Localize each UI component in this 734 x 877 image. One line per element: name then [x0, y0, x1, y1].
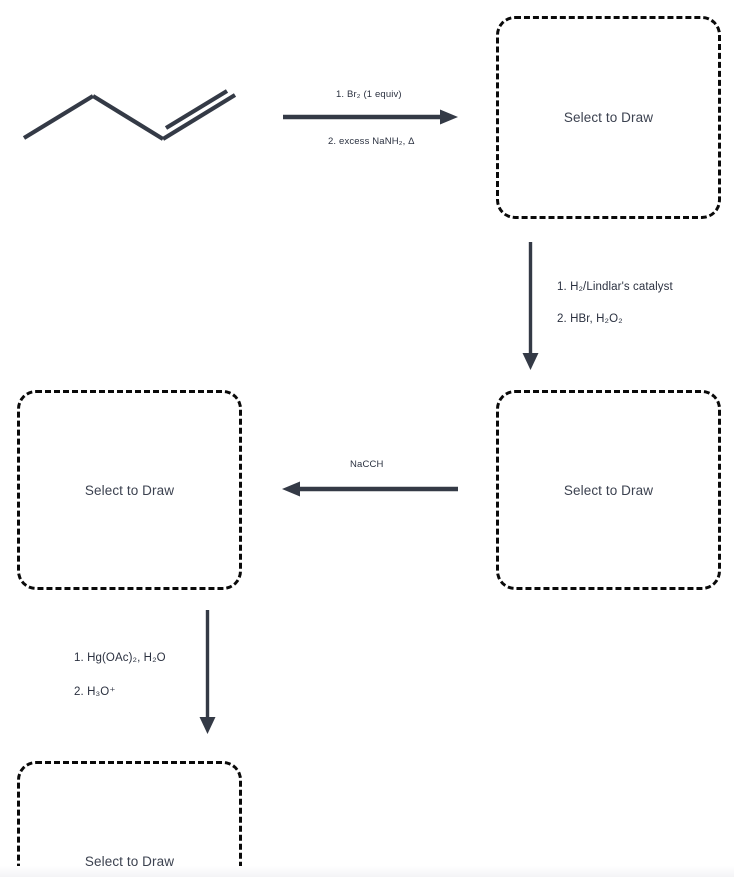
select-to-draw-box-2[interactable]: Select to Draw — [496, 390, 721, 590]
select-to-draw-box-1[interactable]: Select to Draw — [496, 16, 721, 219]
reagent-step3-line1: NaCCH — [350, 459, 384, 470]
reagent-step2-line1: 1. H₂/Lindlar's catalyst — [557, 281, 673, 293]
arrow-step-1 — [280, 106, 460, 133]
arrow-step-2 — [518, 240, 544, 377]
arrow-right-icon — [283, 109, 458, 125]
arrow-left-icon — [282, 481, 458, 497]
reagent-step4-line2: 2. H₃O⁺ — [74, 686, 116, 698]
arrow-step-3 — [280, 478, 460, 505]
reagent-step1-line1: 1. Br₂ (1 equiv) — [336, 89, 402, 100]
select-to-draw-label: Select to Draw — [563, 482, 654, 498]
reagent-step2-line2: 2. HBr, H₂O₂ — [557, 313, 623, 325]
select-to-draw-box-4[interactable]: Select to Draw — [17, 761, 242, 877]
reagent-step4-line1: 1. Hg(OAc)₂, H₂O — [74, 652, 166, 664]
bond-3-outer — [161, 93, 237, 141]
reagent-step1-line2: 2. excess NaNH₂, Δ — [328, 136, 415, 147]
arrow-step-4 — [195, 608, 221, 741]
bond-3-inner — [164, 89, 229, 130]
bond-1 — [22, 94, 95, 140]
select-to-draw-label: Select to Draw — [84, 482, 175, 498]
arrow-down-icon — [199, 610, 216, 734]
select-to-draw-box-3[interactable]: Select to Draw — [17, 390, 242, 590]
bond-2 — [91, 94, 165, 141]
starting-material-structure — [10, 78, 250, 163]
select-to-draw-label: Select to Draw — [563, 110, 654, 125]
arrow-down-icon — [522, 242, 539, 370]
select-to-draw-label: Select to Draw — [84, 853, 175, 869]
skeletal-structure-svg — [22, 89, 237, 141]
